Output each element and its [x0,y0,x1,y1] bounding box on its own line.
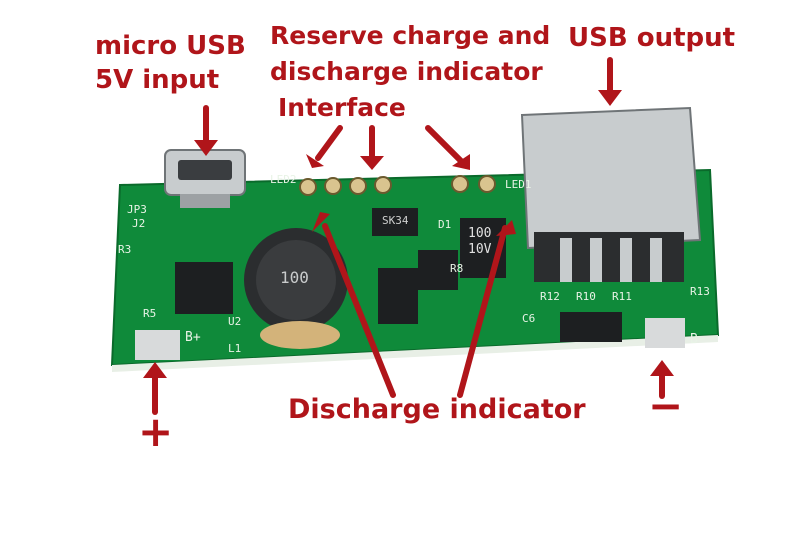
label-minus: − [648,381,684,430]
arrowhead-reserve-right [452,154,470,170]
label-5v-input: 5V input [95,65,220,95]
arrowhead-discharge-left [312,212,330,232]
marking-r5: R5 [143,307,157,320]
marking-r3: R3 [118,243,132,256]
marking-d1: D1 [438,218,452,231]
ic-chip-u2 [175,262,233,314]
arrowhead-interface-right [360,156,384,170]
marking-cap-value-1: 100 [468,226,492,241]
arrowhead-discharge-right [496,220,516,236]
marking-r8: R8 [450,262,464,275]
ic-chip-center [378,268,418,324]
marking-u2: U2 [228,315,242,328]
marking-r12: R12 [540,290,560,303]
label-reserve-line1: Reserve charge and [270,21,551,50]
marking-l1: L1 [228,342,242,355]
annotation-arrowheads [143,90,674,378]
inductor [244,228,348,349]
marking-cap-value-2: 10V [468,242,492,257]
led-pin-holes [299,175,496,196]
pad-b-minus [645,318,685,348]
pad-b-plus [135,330,180,360]
ic-chip-mid [418,250,458,290]
marking-sk34: SK34 [382,214,409,227]
marking-r11: R11 [612,290,632,303]
label-reserve-line2: discharge indicator [270,57,543,86]
arrowhead-minus [650,360,674,376]
pcb-edge [112,335,718,372]
ic-chip-right [560,312,622,342]
marking-inductor: 100 [280,268,309,287]
marking-led1: LED1 [505,178,532,191]
arrow-interface-left [315,125,343,161]
marking-b-plus: B+ [185,330,201,345]
marking-r10: R10 [576,290,596,303]
marking-led2: LED2 [270,173,297,186]
marking-r13: R13 [690,285,710,298]
annotation-arrows [152,57,665,415]
micro-usb-connector [164,149,246,208]
diode-sk34 [372,208,418,236]
label-interface: Interface [278,93,406,122]
arrow-reserve-right [425,125,465,165]
arrowhead-micro-usb [194,140,218,156]
label-usb-output: USB output [568,23,736,53]
marking-j2: J2 [132,217,146,230]
label-discharge-indicator: Discharge indicator [288,394,586,425]
label-micro-usb: micro USB [95,31,246,61]
arrowhead-plus [143,362,167,378]
marking-c6: C6 [522,312,536,325]
arrow-discharge-right [457,225,508,398]
marking-b-minus: B− [690,332,706,347]
arrow-discharge-left [322,223,396,398]
arrowhead-usb-output [598,90,622,106]
marking-jp3: JP3 [127,203,147,216]
usb-a-port [520,106,702,282]
label-plus: + [138,407,174,456]
arrowhead-interface-left [306,154,324,168]
